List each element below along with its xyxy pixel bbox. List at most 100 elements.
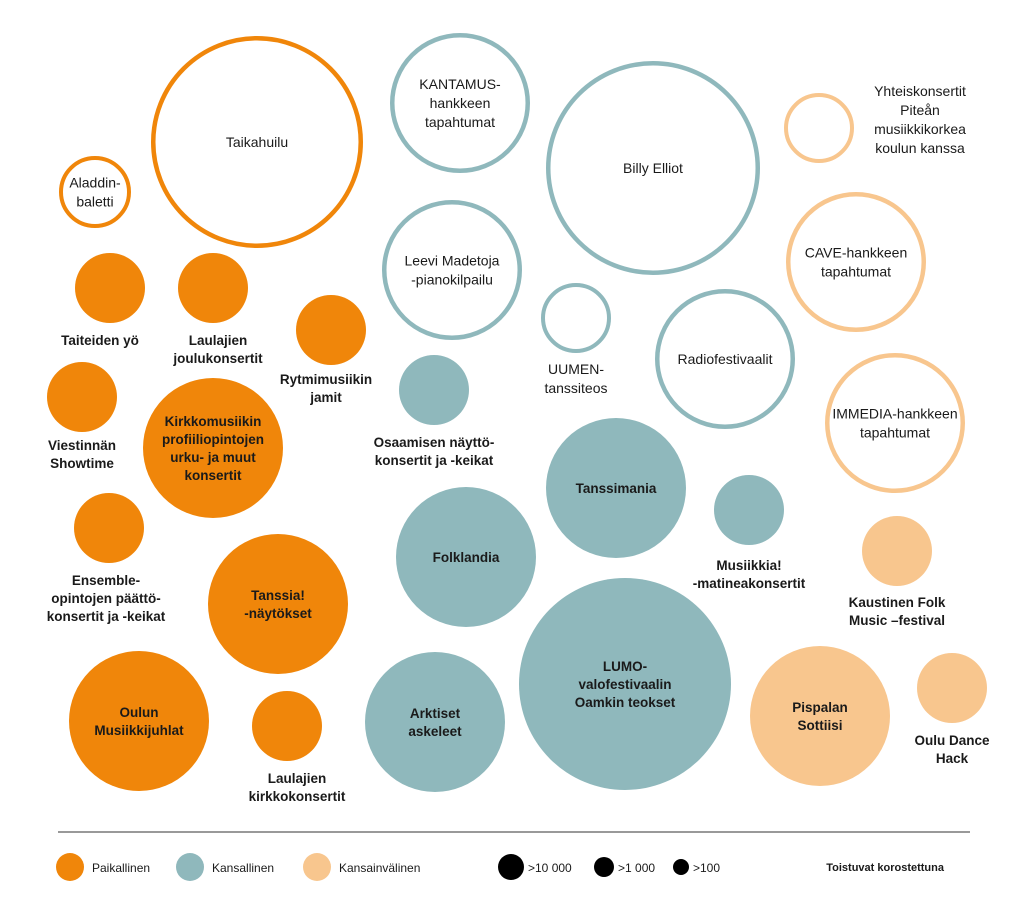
bubble-label: KANTAMUS-hankkeen tapahtumat <box>419 76 501 130</box>
bubble-circle <box>825 353 965 493</box>
legend-label: Paikallinen <box>92 861 150 875</box>
bubble-label-line: LUMO- <box>603 659 647 674</box>
bubble-label: Rytmimusiikin jamit <box>280 372 372 405</box>
bubble-label: Billy Elliot <box>623 160 683 176</box>
bubble-cave: CAVE-hankkeen tapahtumat <box>786 192 926 332</box>
legend-swatch <box>303 853 331 881</box>
legend-swatch <box>176 853 204 881</box>
bubble-label: UUMEN-tanssiteos <box>544 361 607 396</box>
bubble-musiikkia-matinea: Musiikkia!-matineakonsertit <box>693 475 806 591</box>
bubble-label: Folklandia <box>433 550 500 565</box>
legend-label: Kansallinen <box>212 861 274 875</box>
bubble-circle <box>396 487 536 627</box>
bubble-circle <box>917 653 987 723</box>
bubble-label-line: jamit <box>309 390 342 405</box>
bubble-tanssia-naytokset: Tanssia! -näytökset <box>208 534 348 674</box>
bubble-circle <box>399 355 469 425</box>
bubble-label-line: profiiliopintojen <box>162 432 264 447</box>
bubble-label-line: Tanssia! <box>251 588 305 603</box>
bubble-label-line: -pianokilpailu <box>411 272 493 288</box>
bubble-label: Taiteiden yö <box>61 333 139 348</box>
bubble-uumen: UUMEN-tanssiteos <box>541 283 611 396</box>
bubble-circle <box>75 253 145 323</box>
legend-size-marker <box>673 859 689 875</box>
bubble-label: Taikahuilu <box>226 134 288 150</box>
bubble-label-line: Music –festival <box>849 613 945 628</box>
bubble-label-line: kirkkokonsertit <box>249 789 346 804</box>
bubble-circle <box>655 289 795 429</box>
bubble-tanssimania: Tanssimania <box>546 418 686 558</box>
bubble-label: Tanssia! -näytökset <box>244 588 312 621</box>
bubble-leevi-madetoja: Leevi Madetoja -pianokilpailu <box>382 200 522 340</box>
bubble-label-line: tapahtumat <box>425 114 495 130</box>
legend-size-medium: >1 000 <box>594 857 655 877</box>
bubble-label-line: Pispalan <box>792 700 848 715</box>
bubble-label-line: Radiofestivaalit <box>678 351 773 367</box>
bubble-circle <box>47 362 117 432</box>
legend-size-large: >10 000 <box>498 854 572 880</box>
bubble-label-line: CAVE-hankkeen <box>805 245 907 261</box>
bubble-label-line: KANTAMUS- <box>419 76 501 92</box>
bubble-ensemble: Ensemble-opintojen päättö-konsertit ja -… <box>47 493 166 624</box>
bubble-label-line: Oamkin teokset <box>575 695 676 710</box>
bubble-label-line: hankkeen <box>430 95 491 111</box>
bubble-label-line: askeleet <box>408 724 462 739</box>
bubble-label-line: tapahtumat <box>860 425 930 441</box>
bubble-label-line: konsertit ja -keikat <box>47 609 166 624</box>
bubble-circle <box>750 646 890 786</box>
bubble-circle <box>784 93 854 163</box>
bubble-label-line: Aladdin- <box>69 175 121 191</box>
bubble-label-line: opintojen päättö- <box>51 591 160 606</box>
bubble-circle <box>519 578 731 790</box>
bubble-circle <box>151 36 363 248</box>
legend-size-marker <box>594 857 614 877</box>
bubble-label-line: tanssiteos <box>544 380 607 396</box>
bubble-label-line: Showtime <box>50 456 114 471</box>
bubble-label: Osaamisen näyttö-konsertit ja -keikat <box>374 435 495 468</box>
bubble-label: Radiofestivaalit <box>678 351 773 367</box>
bubble-label-line: Rytmimusiikin <box>280 372 372 387</box>
legend-item-local: Paikallinen <box>56 853 150 881</box>
bubble-label-line: musiikkikorkea <box>874 121 966 137</box>
bubble-label: Musiikkia!-matineakonsertit <box>693 558 806 591</box>
bubble-label-line: Ensemble- <box>72 573 140 588</box>
bubble-label: Ensemble-opintojen päättö-konsertit ja -… <box>47 573 166 624</box>
bubble-label-line: Leevi Madetoja <box>405 253 500 269</box>
bubble-label-line: Hack <box>936 751 969 766</box>
bubble-kantamus: KANTAMUS-hankkeen tapahtumat <box>390 33 530 173</box>
bubble-label-line: Tanssimania <box>576 481 657 496</box>
bubble-circle <box>714 475 784 545</box>
bubble-circle <box>74 493 144 563</box>
bubble-label-line: -näytökset <box>244 606 312 621</box>
bubble-label-line: Oulun <box>120 705 159 720</box>
bubble-circle <box>862 516 932 586</box>
bubble-label: Aladdin-baletti <box>69 175 121 210</box>
bubble-label-line: Billy Elliot <box>623 160 683 176</box>
legend-swatch <box>56 853 84 881</box>
bubble-label-line: Piteån <box>900 102 940 118</box>
bubble-label-line: tapahtumat <box>821 264 891 280</box>
bubble-label-line: Osaamisen näyttö- <box>374 435 495 450</box>
bubble-label-line: Kaustinen Folk <box>849 595 946 610</box>
bubble-label-line: Musiikkia! <box>716 558 781 573</box>
bubble-circle <box>541 283 611 353</box>
bubble-circle <box>59 156 131 228</box>
bubble-rytmimusiikin: Rytmimusiikin jamit <box>280 295 372 405</box>
